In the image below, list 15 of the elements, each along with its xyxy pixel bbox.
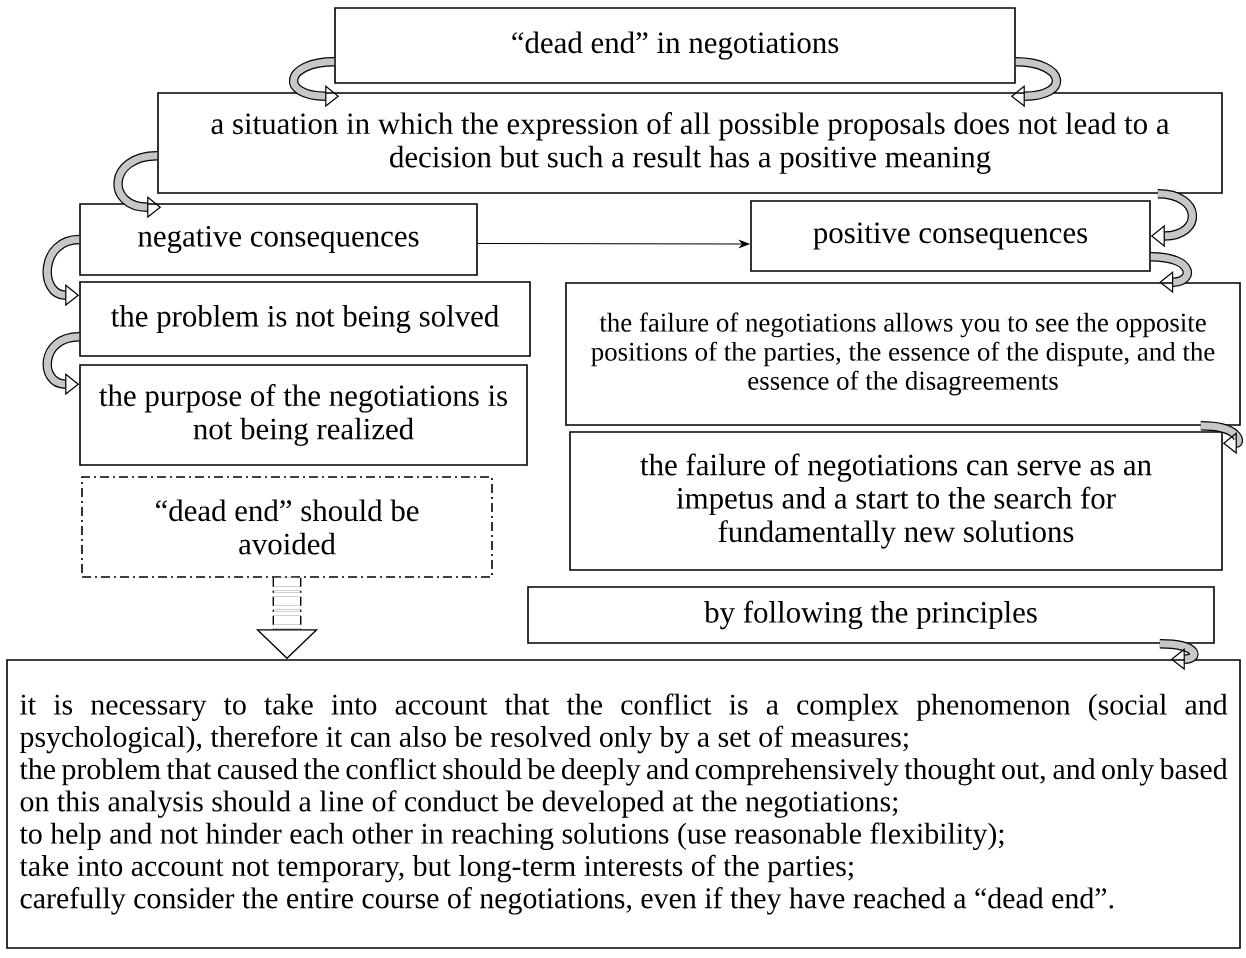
curved-arrow bbox=[1150, 252, 1192, 294]
curved-arrow bbox=[1200, 421, 1243, 455]
text-box: the purpose of the negotiations is not being realized bbox=[79, 364, 528, 466]
principles-box: it is necessary to take into account that the conflict is a complex phenomenon (social and psychological), therefore it can also be resolved only by a set of measures; the problem that caused the conflict should be deeply and comprehensively thought out, and only based on this analysis should a line of conduct be developed at the negotiations; to help and not hinder each other in reaching solutions (use reasonable flexibility); take into account not temporary, but long-term interests of the parties; carefully consider the entire course of negotiations, even if they have reached a “dead end”. bbox=[6, 659, 1241, 949]
text-box: positive consequences bbox=[750, 200, 1151, 272]
dash-dotted-box: “dead end” should be avoided bbox=[81, 476, 493, 578]
arrow bbox=[477, 240, 750, 248]
text-box: “dead end” in negotiations bbox=[334, 7, 1016, 84]
text-box: a situation in which the expression of all possible proposals does not lead to a decision but such a result has a positive meaning bbox=[157, 92, 1223, 194]
curved-arrow bbox=[1159, 639, 1199, 671]
text-box: the failure of negotiations allows you to see the opposite positions of the parties, the essence of the dispute, and the essence of the disagreements bbox=[565, 282, 1241, 426]
text-box: the problem is not being solved bbox=[79, 281, 531, 357]
text-box: by following the principles bbox=[527, 586, 1215, 644]
text-box: the failure of negotiations can serve as an impetus and a start to the search for fundamentally new solutions bbox=[569, 431, 1223, 571]
text-box: negative consequences bbox=[79, 203, 478, 276]
